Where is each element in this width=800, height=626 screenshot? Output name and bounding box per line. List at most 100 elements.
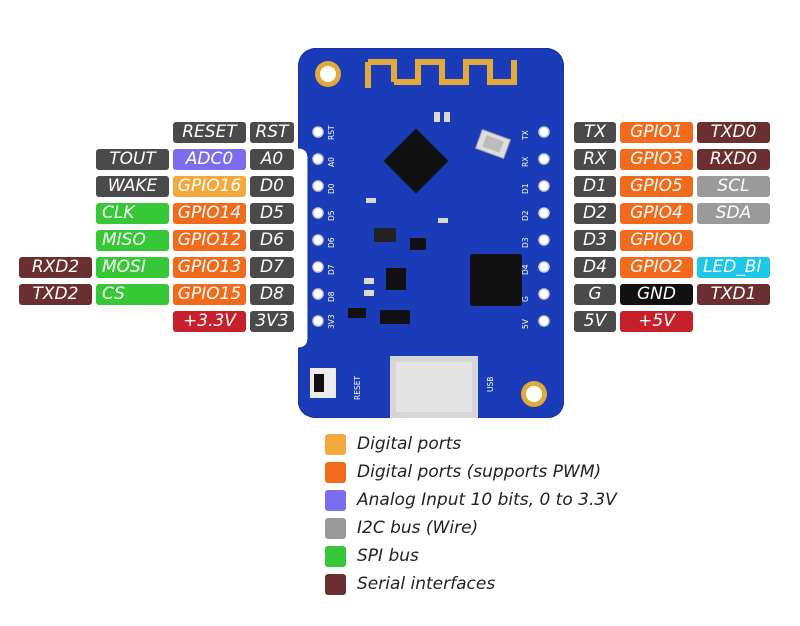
legend-swatch <box>325 518 346 539</box>
legend-label: I2C bus (Wire) <box>357 518 479 538</box>
pin-label-tout: TOUT <box>96 149 169 170</box>
pin-silk-label: D3 <box>521 237 530 248</box>
pin-label-txd2: TXD2 <box>19 284 92 305</box>
header-pin <box>312 180 324 192</box>
header-pin <box>312 207 324 219</box>
pin-label-a0: A0 <box>250 149 294 170</box>
header-pin <box>312 288 324 300</box>
pin-label-d1: D1 <box>574 176 616 197</box>
header-pin <box>538 180 550 192</box>
pin-label-gpio1: GPIO1 <box>620 122 693 143</box>
pin-label-sda: SDA <box>697 203 770 224</box>
pin-silk-label: A0 <box>327 157 336 167</box>
pin-label-d7: D7 <box>250 257 294 278</box>
diode <box>348 308 366 318</box>
legend-swatch <box>325 434 346 455</box>
pin-label-gpio15: GPIO15 <box>173 284 246 305</box>
pin-label-d4: D4 <box>574 257 616 278</box>
pin-label-d5: D5 <box>250 203 294 224</box>
mount-hole-bottom-right-center <box>526 386 542 402</box>
header-pin <box>312 153 324 165</box>
pin-label-adc0: ADC0 <box>173 149 246 170</box>
pin-label-gpio0: GPIO0 <box>620 230 693 251</box>
header-pin <box>312 261 324 273</box>
wifi-antenna <box>365 59 517 88</box>
pin-label-gpio5: GPIO5 <box>620 176 693 197</box>
pin-label-5v: 5V <box>574 311 616 332</box>
pin-label-txd1: TXD1 <box>697 284 770 305</box>
legend-label: Digital ports <box>357 434 462 454</box>
esp8266-chip <box>383 128 449 194</box>
pin-label-miso: MISO <box>96 230 169 251</box>
pin-silk-label: RX <box>521 157 530 167</box>
regulator-chip <box>386 268 406 290</box>
pin-label-gpio14: GPIO14 <box>173 203 246 224</box>
pin-silk-label: D0 <box>327 183 336 194</box>
pin-silk-label: D7 <box>327 264 336 275</box>
pin-label--3-3v: +3.3V <box>173 311 246 332</box>
pin-label--5v: +5V <box>620 311 693 332</box>
pin-label-wake: WAKE <box>96 176 169 197</box>
smd-component <box>444 112 450 122</box>
pin-label-d3: D3 <box>574 230 616 251</box>
pin-silk-label: 5V <box>521 318 530 329</box>
pin-label-txd0: TXD0 <box>697 122 770 143</box>
header-pin <box>538 234 550 246</box>
smd-component <box>364 290 374 296</box>
legend-label: Serial interfaces <box>357 574 496 594</box>
pin-label-rst: RST <box>250 122 294 143</box>
pin-silk-label: D2 <box>521 210 530 221</box>
legend-label: Analog Input 10 bits, 0 to 3.3V <box>357 490 617 510</box>
header-pin <box>538 153 550 165</box>
pin-label-gpio3: GPIO3 <box>620 149 693 170</box>
pin-label-g: G <box>574 284 616 305</box>
pin-label-gpio13: GPIO13 <box>173 257 246 278</box>
smd-component <box>366 198 376 203</box>
pin-label-d0: D0 <box>250 176 294 197</box>
pin-silk-label: RST <box>327 125 336 140</box>
header-pin <box>538 288 550 300</box>
legend-swatch <box>325 546 346 567</box>
pin-label-rxd0: RXD0 <box>697 149 770 170</box>
pin-silk-label: D6 <box>327 237 336 248</box>
pin-silk-label: D5 <box>327 210 336 221</box>
smd-component <box>364 278 374 284</box>
legend-swatch <box>325 462 346 483</box>
header-pin <box>538 261 550 273</box>
pin-silk-label: D4 <box>521 264 530 275</box>
pin-silk-label: 3V3 <box>327 314 336 329</box>
pin-label-tx: TX <box>574 122 616 143</box>
usb-silk-label: USB <box>486 377 495 392</box>
header-pin <box>312 234 324 246</box>
pin-label-gpio4: GPIO4 <box>620 203 693 224</box>
pin-silk-label: D1 <box>521 183 530 194</box>
pin-label-d8: D8 <box>250 284 294 305</box>
pin-silk-label: G <box>521 296 530 302</box>
mount-hole-top-left-center <box>320 66 336 82</box>
pin-label-rxd2: RXD2 <box>19 257 92 278</box>
pin-label-gpio12: GPIO12 <box>173 230 246 251</box>
pin-label-gnd: GND <box>620 284 693 305</box>
pin-label-clk: CLK <box>96 203 169 224</box>
pin-label-3v3: 3V3 <box>250 311 294 332</box>
legend-label: SPI bus <box>357 546 419 566</box>
pin-silk-label: D8 <box>327 291 336 302</box>
pin-label-scl: SCL <box>697 176 770 197</box>
legend-swatch <box>325 490 346 511</box>
pin-label-reset: RESET <box>173 122 246 143</box>
pin-silk-label: TX <box>521 130 530 141</box>
header-pin <box>538 315 550 327</box>
reset-silk-label: RESET <box>353 376 362 400</box>
smd-component <box>374 228 396 242</box>
smd-component <box>434 112 440 122</box>
pin-label-d2: D2 <box>574 203 616 224</box>
usb-connector-inner <box>396 362 472 412</box>
header-pin <box>312 315 324 327</box>
pin-label-rx: RX <box>574 149 616 170</box>
header-pin <box>312 126 324 138</box>
